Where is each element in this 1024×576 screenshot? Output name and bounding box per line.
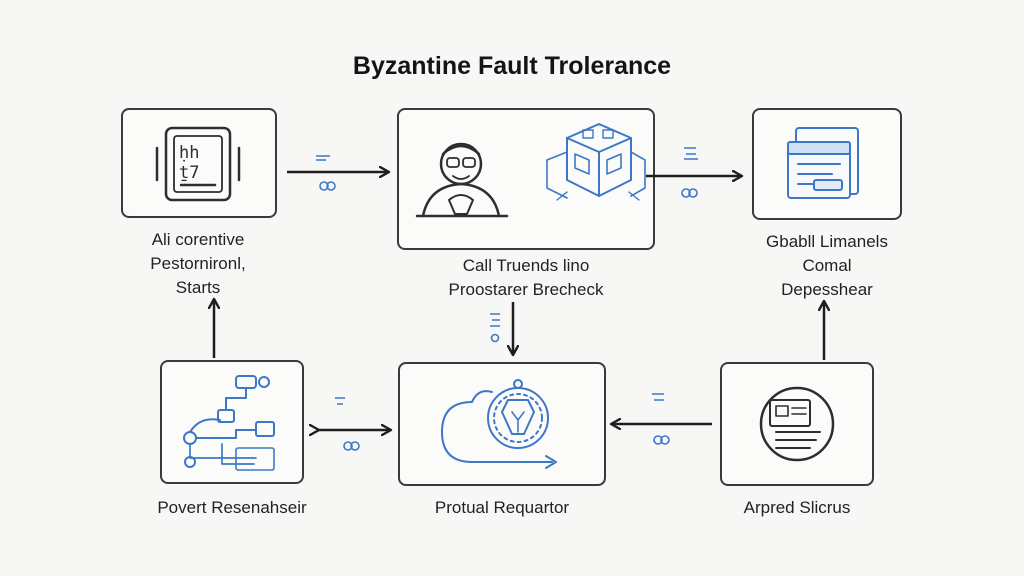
node-label-line: Povert Resenahseir [157,498,307,517]
node-label-line: Pestornironl, [150,254,246,273]
svg-text:ḥh: ḥh [179,143,199,163]
diagram-title: Byzantine Fault Trolerance [352,52,672,80]
document-window-icon [787,127,859,199]
blockchain-cube-icon [546,123,646,201]
node-label-line: Gbabll Limanels [766,232,888,251]
node-label-center-bottom: Protual Requartor [398,496,606,520]
node-label-right-top: Gbabll Limanels Comal Depesshear [737,230,917,302]
node-label-left-top: Ali corentive Pestornironl, Starts [108,228,288,300]
node-label-center-top: Call Truends lino Proostarer Brecheck [410,254,642,302]
shield-cycle-icon [441,379,557,469]
svg-text:ṯ7: ṯ7 [179,163,199,183]
node-label-line: Arpred Slicrus [743,498,851,517]
link-glyph-decor [316,147,698,451]
node-label-line: Proostarer Brecheck [448,280,604,299]
node-label-line: Protual Requartor [434,498,570,517]
network-flow-icon [183,375,275,471]
node-box-center-top [397,108,655,250]
node-label-line: Comal [802,256,852,275]
node-label-line: Ali corentive [151,230,245,249]
node-box-right-bottom [720,362,874,486]
node-label-right-bottom: Arpred Slicrus [707,496,887,520]
server-rack-icon: ḥh ṯ7 [155,126,241,202]
report-circle-icon [759,386,835,462]
node-label-line: Call Truends lino [462,256,590,275]
node-label-line: Depesshear [781,280,873,299]
person-at-computer-icon [415,142,509,218]
node-label-line: Starts [175,278,221,297]
node-box-center-bottom [398,362,606,486]
node-label-left-bottom: Povert Resenahseir [112,496,352,520]
